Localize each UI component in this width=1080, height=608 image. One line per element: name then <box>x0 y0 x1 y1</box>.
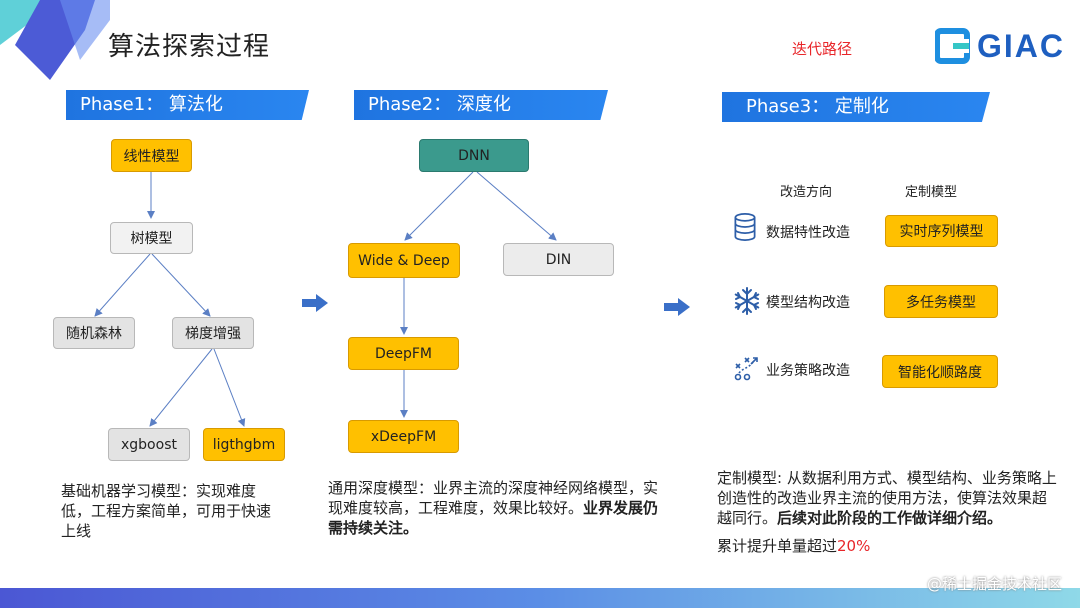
strategy-icon <box>734 357 758 381</box>
node-random-forest: 随机森林 <box>53 317 135 349</box>
giac-logo: GIAC <box>935 26 1070 66</box>
snowflake-icon <box>734 287 760 315</box>
giac-logo-text: GIAC <box>977 28 1065 64</box>
transition-arrow-icon <box>302 294 328 312</box>
node-xgboost: xgboost <box>108 428 190 461</box>
node-lightgbm: ligthgbm <box>203 428 285 461</box>
corner-decoration <box>0 0 110 80</box>
model-realtime-sequence: 实时序列模型 <box>885 215 998 247</box>
phase1-banner: Phase1： 算法化 <box>66 90 309 120</box>
phase2-label: Phase2： 深度化 <box>368 94 511 115</box>
phase3-description-normal: 定制模型: 从数据利用方式、模型结构、业务策略上创造性的改造业界主流的使用方法，… <box>717 469 1057 527</box>
node-tree-model: 树模型 <box>110 222 193 254</box>
node-din: DIN <box>503 243 614 276</box>
phase3-description-bold: 后续对此阶段的工作做详细介绍。 <box>777 509 1003 527</box>
phase2-description-bold: 业界发展仍需持续关注。 <box>328 499 659 537</box>
node-dnn: DNN <box>419 139 529 172</box>
lift-summary: 累计提升单量超过20% <box>717 536 870 556</box>
node-xdeepfm: xDeepFM <box>348 420 459 453</box>
phase3-description: 定制模型: 从数据利用方式、模型结构、业务策略上创造性的改造业界主流的使用方法，… <box>717 468 1057 528</box>
row-direction-structure: 模型结构改造 <box>766 295 850 311</box>
iteration-label: 迭代路径 <box>792 40 853 58</box>
database-icon <box>734 213 756 241</box>
watermark: @稀土掘金技术社区 <box>926 575 1062 593</box>
row-direction-strategy: 业务策略改造 <box>766 363 850 379</box>
phase3-label: Phase3： 定制化 <box>746 96 889 117</box>
phase1-description: 基础机器学习模型：实现难度低，工程方案简单，可用于快速上线 <box>61 482 272 540</box>
page-title: 算法探索过程 <box>108 32 271 62</box>
phase3-banner: Phase3： 定制化 <box>722 92 990 122</box>
phase1-label: Phase1： 算法化 <box>80 94 223 115</box>
node-linear-model: 线性模型 <box>111 139 192 172</box>
node-gradient-boosting: 梯度增强 <box>172 317 254 349</box>
transition-arrow-icon <box>664 298 690 316</box>
node-deepfm: DeepFM <box>348 337 459 370</box>
giac-logo-mark-icon <box>935 28 970 64</box>
row-direction-data: 数据特性改造 <box>766 225 850 241</box>
model-multi-task: 多任务模型 <box>884 285 998 318</box>
lift-value: 20% <box>837 537 871 555</box>
phase2-description: 通用深度模型：业界主流的深度神经网络模型，实现难度较高，工程难度，效果比较好。业… <box>328 478 661 538</box>
lift-text: 累计提升单量超过 <box>717 537 838 555</box>
col-direction-header: 改造方向 <box>780 185 833 200</box>
phase2-description-normal: 通用深度模型：业界主流的深度神经网络模型，实现难度较高，工程难度，效果比较好。 <box>328 479 659 517</box>
model-smart-route: 智能化顺路度 <box>882 355 998 388</box>
node-wide-deep: Wide & Deep <box>348 243 460 278</box>
col-model-header: 定制模型 <box>905 185 958 200</box>
phase2-banner: Phase2： 深度化 <box>354 90 608 120</box>
footer-bar <box>0 588 1080 608</box>
